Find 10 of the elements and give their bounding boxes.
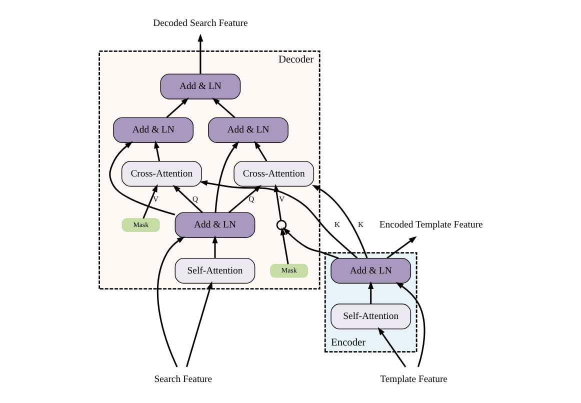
node-text: Search Feature: [154, 374, 212, 386]
node-text: Decoded Search Feature: [153, 18, 248, 30]
edge-label: Q: [248, 194, 254, 204]
edge-label: V: [279, 194, 285, 204]
node-text: Encoded Template Feature: [379, 220, 483, 231]
edge-label: K: [358, 220, 364, 229]
edge-label: V: [153, 194, 159, 204]
node-text: Template Feature: [380, 374, 448, 386]
edge-label: Q: [192, 194, 198, 204]
edge-label: K: [334, 220, 340, 229]
